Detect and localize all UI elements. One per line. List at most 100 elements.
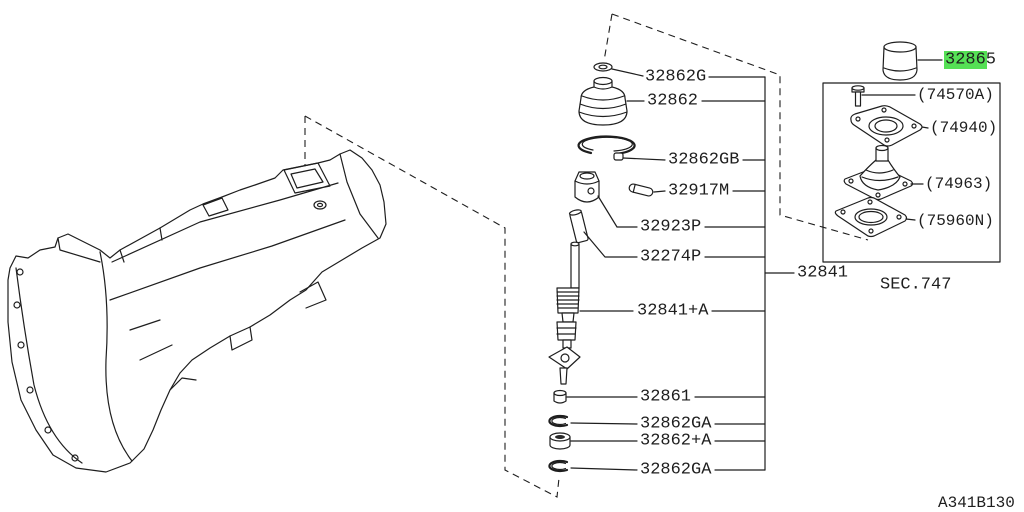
boot-body [859, 159, 901, 191]
guide-line-column-to-section [611, 13, 869, 241]
pin-groove [632, 183, 636, 193]
part-32274p [568, 209, 589, 244]
shaft-stem [562, 339, 572, 349]
section-boot [843, 144, 914, 201]
section-frame [822, 82, 1001, 263]
section-747-label[interactable]: SEC.747 [880, 276, 951, 295]
part-32841a [548, 241, 581, 385]
snap-ring-inner [551, 416, 567, 426]
guide-line-housing-to-column [304, 115, 560, 498]
part-32917m [628, 183, 654, 197]
bushing-body [569, 210, 589, 244]
callout-32862ga-upper[interactable]: 32862GA [640, 415, 712, 434]
guide-line-top-washer [603, 13, 613, 62]
bolt-head-top [851, 85, 865, 91]
shaft-rod [570, 243, 580, 289]
transmission-housing [7, 149, 387, 473]
assembly-bracket [694, 76, 795, 471]
shaft-rod-top [570, 241, 580, 247]
leader-lines [566, 68, 666, 471]
plate-bolt-holes [855, 107, 917, 143]
leader-75960n [905, 218, 916, 221]
boot-folds [861, 169, 899, 182]
knob-band [883, 67, 917, 72]
collar-bore [579, 172, 595, 180]
band-outer [577, 135, 636, 156]
shaft-collar-lines [556, 327, 577, 335]
callout-32862ga-lower[interactable]: 32862GA [640, 461, 712, 480]
lower-bushing-top [553, 389, 567, 397]
part-32862ga-upper [548, 414, 569, 428]
pin-body [628, 183, 654, 197]
housing-boss [313, 200, 327, 210]
section-bolt [851, 85, 865, 107]
leader-32862ga-upper [570, 422, 638, 425]
callout-32923p[interactable]: 32923P [640, 218, 701, 237]
part-32862gb [577, 135, 636, 161]
bracket-ticks [694, 76, 766, 471]
snap-ring-inner [551, 461, 567, 471]
part-32862a [549, 432, 571, 450]
part-32865 [882, 41, 918, 81]
snap-ring-outer [548, 414, 569, 428]
leader-32862gb [622, 157, 666, 161]
callout-32861[interactable]: 32861 [640, 388, 691, 407]
shaft-thread-lines [556, 291, 580, 309]
section-ref-74570a: (74570A) [917, 86, 994, 104]
gasket-bolt-holes [840, 199, 902, 234]
section-747-box: (74570A) (74940) (74963) (75960N) [822, 82, 1001, 263]
part-32862 [578, 76, 628, 126]
callout-32841[interactable]: 32841 [797, 264, 848, 283]
section-ref-75960n: (75960N) [917, 212, 994, 230]
callout-32865-highlight [944, 51, 987, 69]
boot-outline [578, 80, 628, 126]
section-ref-74963: (74963) [925, 175, 992, 193]
shaft-tip [559, 367, 568, 385]
assembly-guide-lines [304, 13, 869, 498]
band-clip-tab [613, 152, 624, 161]
knob-top [883, 41, 917, 53]
plate-hole-inner [874, 119, 898, 133]
collar-pin-hole [587, 187, 595, 195]
transmission-outline [7, 149, 387, 473]
callout-32841a[interactable]: 32841+A [637, 302, 709, 321]
plate-outline [850, 105, 923, 147]
leader-74940 [921, 126, 929, 129]
leader-32862g [611, 68, 644, 77]
callout-32274p[interactable]: 32274P [640, 248, 701, 267]
washer-outer [593, 62, 613, 72]
callout-32862a[interactable]: 32862+A [640, 432, 712, 451]
callout-32917m[interactable]: 32917M [668, 182, 729, 201]
part-32862ga-lower [548, 459, 569, 473]
shaft-collar [556, 321, 577, 341]
housing-boss-hole [316, 202, 324, 208]
leader-32274p [583, 231, 638, 258]
gasket-hole-inner [858, 210, 884, 224]
gasket-outline [834, 196, 908, 238]
part-32862g [593, 62, 613, 72]
section-ref-74940: (74940) [930, 119, 997, 137]
callout-32865[interactable]: 32865 [945, 51, 996, 70]
washer-hole [598, 64, 608, 70]
bolt-shank [854, 91, 862, 107]
housing-bolt-holes [13, 268, 79, 462]
leader-32917m [653, 190, 666, 193]
snap-ring-outer [548, 459, 569, 473]
callout-32862[interactable]: 32862 [647, 92, 698, 111]
boot-stem-top [875, 144, 889, 152]
collar-outline [574, 171, 600, 203]
figure-code: A341B130 [938, 494, 1015, 512]
transmission-details [15, 153, 379, 464]
leader-32923p [597, 195, 638, 228]
callout-32862g[interactable]: 32862G [645, 68, 706, 87]
part-32861 [553, 389, 567, 404]
collar-edge [574, 180, 600, 185]
seal-bore [555, 435, 565, 439]
band-inner [581, 136, 633, 152]
callout-32862gb[interactable]: 32862GB [668, 151, 739, 170]
shaft-ball-joint [548, 346, 581, 370]
section-gasket [834, 196, 908, 238]
bushing-top [568, 209, 582, 216]
callout-labels: 32862G 32862 32862GB 32917M 32923P 32274… [637, 68, 848, 480]
